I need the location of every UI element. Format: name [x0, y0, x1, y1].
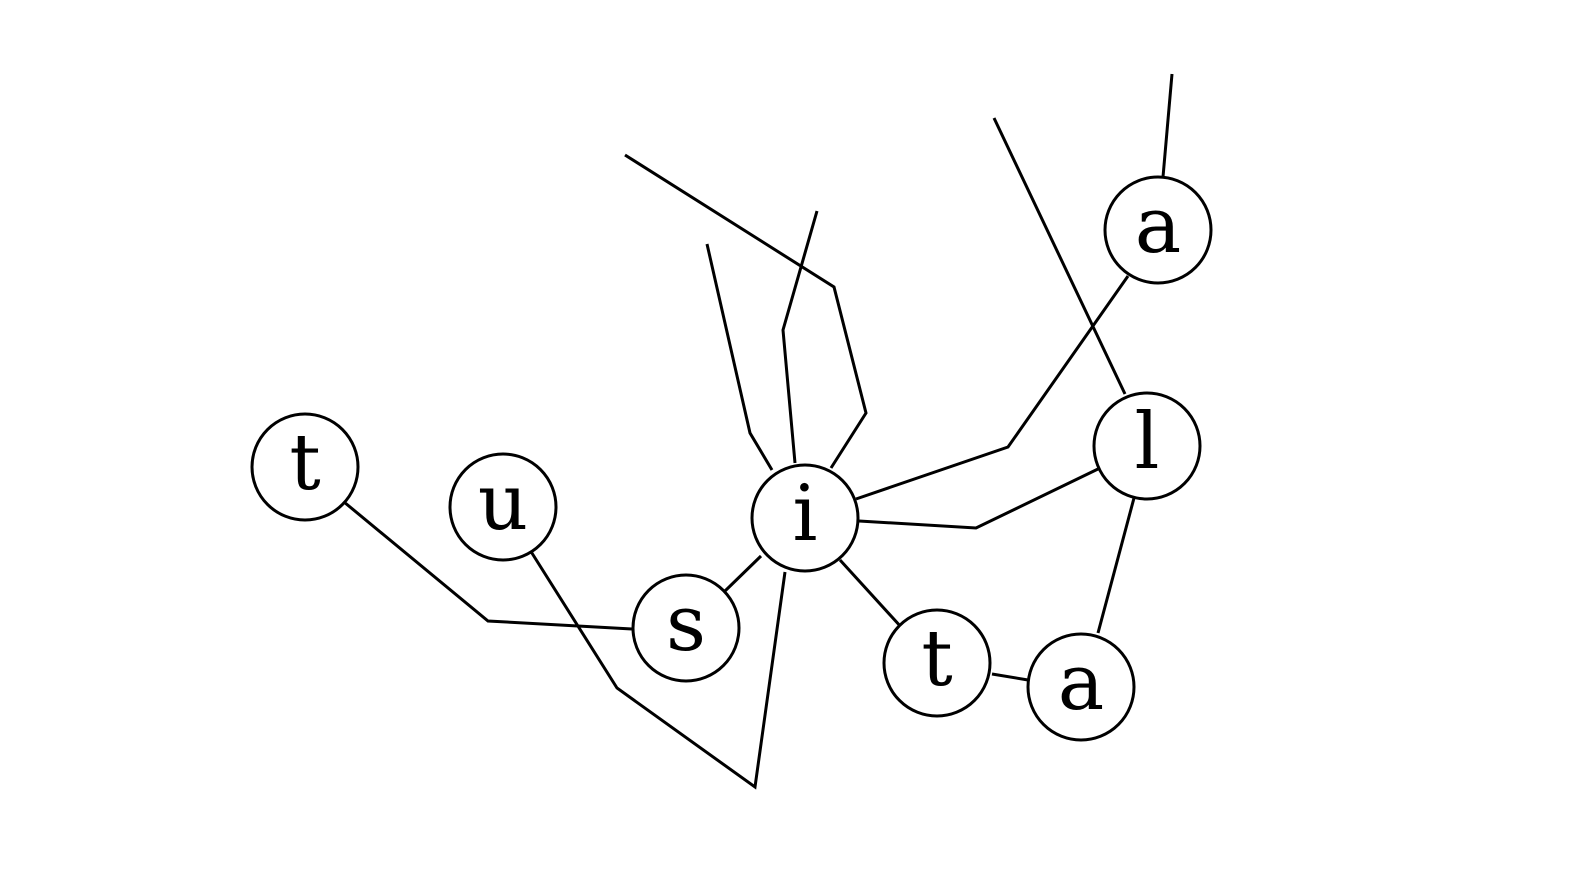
- edge-t-to-a-bottom: [991, 672, 1029, 682]
- node-circle: [631, 573, 741, 683]
- edge-t-to-s: [343, 500, 633, 631]
- node-label: s: [666, 579, 706, 669]
- node-label: t: [921, 614, 952, 704]
- edge-s-to-i: [723, 554, 763, 593]
- edges: [343, 73, 1174, 790]
- node-label: i: [793, 469, 818, 559]
- edge-i-to-l: [858, 467, 1099, 530]
- node-a2: a: [1026, 632, 1136, 742]
- node-label: t: [289, 418, 320, 508]
- edge-l-to-a-bottom: [1096, 497, 1136, 634]
- edge-i-to-t: [838, 558, 904, 630]
- edge-i-upper-mid: [781, 210, 819, 464]
- node-label: a: [1135, 181, 1182, 271]
- node-i: i: [750, 463, 860, 573]
- node-s: s: [631, 573, 741, 683]
- node-l: l: [1092, 391, 1202, 501]
- node-t1: t: [250, 412, 360, 522]
- node-a1: a: [1103, 175, 1213, 285]
- node-circle: [1103, 175, 1213, 285]
- edge-a-top-upper: [1161, 73, 1174, 178]
- node-u: u: [448, 452, 558, 562]
- node-circle: [250, 412, 360, 522]
- edge-i-upper-long: [624, 153, 868, 469]
- node-label: l: [1135, 397, 1160, 487]
- edge-i-upper-left: [705, 243, 774, 471]
- edge-l-upper: [992, 117, 1127, 395]
- node-label: a: [1058, 638, 1105, 728]
- edge-u-path: [528, 549, 787, 790]
- node-circle: [448, 452, 558, 562]
- node-circle: [750, 463, 860, 573]
- node-circle: [882, 608, 992, 718]
- node-t2: t: [882, 608, 992, 718]
- node-circle: [1026, 632, 1136, 742]
- node-label: u: [478, 458, 528, 548]
- edge-i-to-a-top: [855, 275, 1130, 501]
- node-circle: [1092, 391, 1202, 501]
- nodes: t u si t a l a: [250, 175, 1213, 742]
